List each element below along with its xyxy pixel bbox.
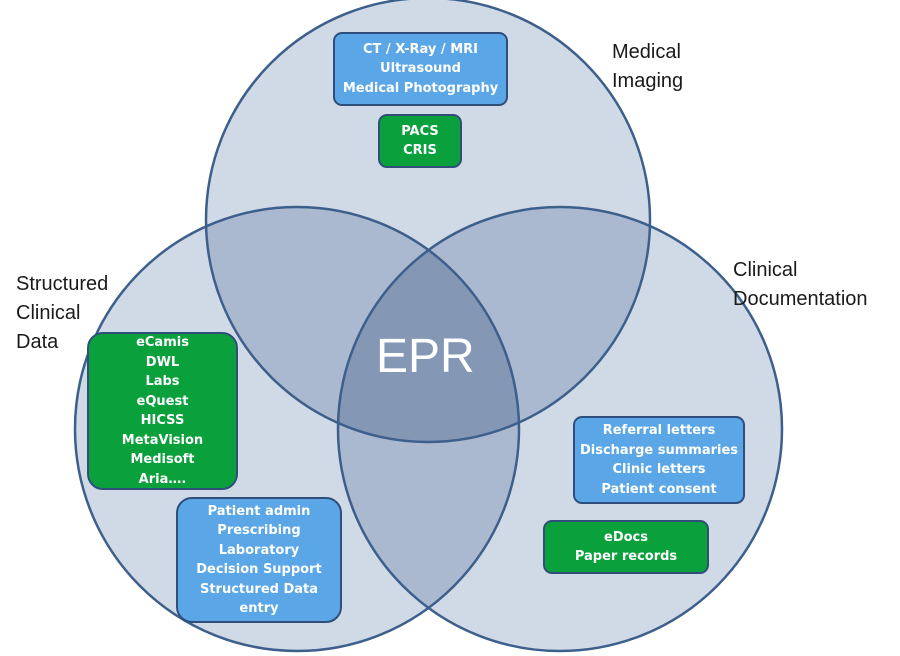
documentation-types-item: Referral letters [602, 423, 716, 438]
structured-clinical-data-label-line: Data [16, 331, 59, 353]
structured-functions-item: Decision Support [196, 562, 322, 577]
structured-systems-item: eQuest [136, 393, 189, 409]
medical-imaging-label-line: Imaging [612, 70, 684, 92]
imaging-systems-box: PACS CRIS [378, 114, 462, 168]
structured-systems-item: eCamis [136, 335, 189, 350]
documentation-systems-box: eDocs Paper records [543, 520, 709, 574]
medical-imaging-label: Medical Imaging [612, 38, 683, 96]
structured-clinical-data-label: Structured Clinical Data [16, 270, 108, 357]
clinical-documentation-label-line: Documentation [733, 288, 868, 310]
structured-functions-item: entry [239, 601, 279, 616]
structured-systems-item: HICSS [140, 413, 185, 428]
structured-functions-item: Structured Data [199, 581, 319, 597]
imaging-systems-item: PACS [401, 123, 439, 139]
structured-functions-box: Patient admin Prescribing Laboratory Dec… [176, 497, 342, 623]
structured-systems-box: eCamis DWL Labs eQuest HICSS MetaVision … [87, 332, 238, 490]
medical-imaging-label-line: Medical [612, 41, 681, 63]
clinical-documentation-label-line: Clinical [733, 259, 798, 281]
structured-systems-item: Aria…. [138, 471, 187, 487]
imaging-systems-item: CRIS [403, 143, 437, 158]
imaging-modalities-item: Ultrasound [380, 61, 461, 77]
documentation-systems-item: eDocs [604, 529, 648, 545]
structured-clinical-data-label-line: Structured [16, 273, 109, 295]
epr-center-label: EPR [376, 330, 475, 383]
structured-data-circle-outline [73, 205, 521, 653]
structured-systems-item: Medisoft [130, 452, 195, 467]
structured-systems-item: Labs [145, 374, 180, 389]
documentation-types-item: Clinic letters [612, 462, 706, 477]
documentation-circle-outline [336, 205, 784, 653]
documentation-types-item: Patient consent [601, 481, 717, 497]
imaging-modalities-item: Medical Photography [342, 80, 499, 96]
documentation-types-item: Discharge summaries [579, 442, 739, 458]
imaging-modalities-item: CT / X-Ray / MRI [362, 41, 478, 57]
documentation-systems-item: Paper records [574, 549, 678, 564]
structured-systems-item: MetaVision [121, 432, 204, 448]
structured-functions-item: Prescribing [217, 523, 301, 538]
structured-systems-item: DWL [145, 354, 180, 370]
imaging-circle-outline [204, 0, 652, 444]
clinical-documentation-label: Clinical Documentation [733, 256, 868, 314]
structured-functions-item: Laboratory [218, 542, 300, 558]
overlap-all-three [338, 207, 519, 442]
documentation-types-box: Referral letters Discharge summaries Cli… [573, 416, 745, 504]
structured-functions-item: Patient admin [207, 503, 311, 519]
imaging-modalities-box: CT / X-Ray / MRI Ultrasound Medical Phot… [333, 32, 508, 106]
structured-clinical-data-label-line: Clinical [16, 302, 81, 324]
